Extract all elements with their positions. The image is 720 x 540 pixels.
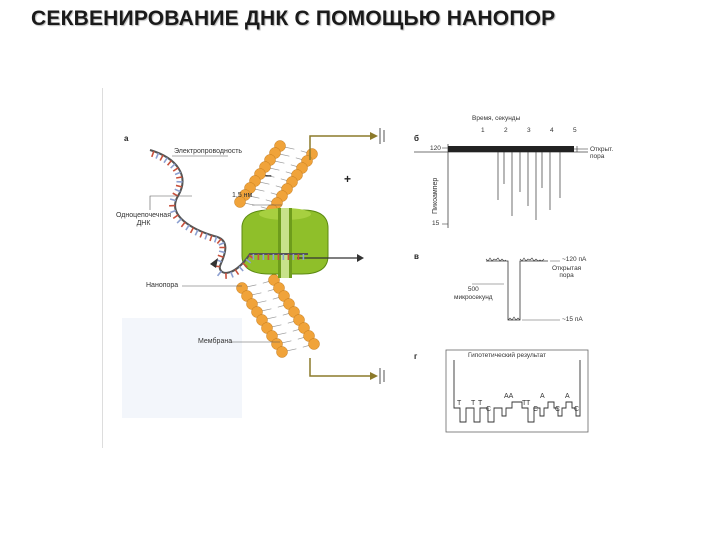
electrode-wire-bottom: [309, 358, 370, 377]
result-caption: Гипотетический результат: [468, 352, 546, 359]
y-axis-label: Пикоампер: [432, 177, 439, 214]
current-high-label: ~120 пА: [562, 256, 587, 263]
label-pore-size: 1,5 нм: [232, 192, 253, 199]
tick-2: 2: [504, 127, 508, 134]
tick-5: 5: [573, 127, 577, 134]
base-bottom-3: T: [478, 400, 483, 407]
electrode-arrow-bottom: [370, 372, 378, 380]
hypothetical-trace: [453, 360, 581, 423]
figure-graphics: [102, 88, 622, 448]
panel-v-letter: в: [414, 252, 419, 261]
dna-direction-arrow: [210, 258, 218, 268]
scale-label: 500 микросекунд: [454, 286, 493, 301]
electrode-wire-top: [309, 135, 370, 160]
open-pore-current-band: [448, 146, 574, 152]
label-membrane: Мембрана: [198, 338, 233, 345]
current-low-label: ~15 пА: [562, 316, 583, 323]
blockade-spikes: [497, 152, 561, 220]
panel-g-letter: г: [414, 352, 418, 361]
result-frame: [445, 349, 589, 433]
panel-b-letter: б: [414, 134, 419, 143]
base-bottom-2: T: [471, 400, 476, 407]
dna-bases: [151, 150, 305, 279]
time-axis-label: Время, секунды: [472, 115, 521, 122]
y-top-value: 120: [430, 145, 441, 152]
base-top-1: AA: [504, 393, 514, 400]
tick-3: 3: [527, 127, 531, 134]
label-ssdna: Одноцепочечная ДНК: [116, 212, 171, 227]
base-bottom-7: C: [533, 406, 539, 413]
single-event-noise: [485, 257, 545, 262]
label-conductivity: Электропроводность: [174, 148, 243, 155]
minus-sign: –: [265, 168, 272, 182]
membrane-lower: [236, 274, 320, 358]
nanopore-protein: [241, 208, 329, 278]
base-bottom-4: C: [486, 406, 492, 413]
plus-sign: +: [344, 172, 352, 186]
tick-4: 4: [550, 127, 554, 134]
base-bottom-6: T: [526, 400, 531, 407]
electrode-arrow-top: [370, 132, 378, 140]
dna-backbone: [149, 149, 308, 274]
open-pore-label-b: Открыт. пора: [590, 146, 614, 160]
membrane-upper: [234, 140, 318, 216]
open-pore-label-v: Открытая пора: [552, 265, 582, 279]
base-top-2: A: [540, 393, 545, 400]
base-bottom-8: C: [555, 406, 561, 413]
leader-ssdna: [149, 195, 192, 210]
tick-1: 1: [481, 127, 485, 134]
y-bottom-value: 15: [432, 220, 440, 227]
base-top-3: A: [565, 393, 570, 400]
panel-a-letter: а: [124, 134, 129, 143]
base-bottom-5: T: [522, 400, 527, 407]
label-nanopore: Нанопора: [146, 282, 179, 289]
faint-background-block: [122, 318, 242, 418]
slide-title: СЕКВЕНИРОВАНИЕ ДНК С ПОМОЩЬЮ НАНОПОР: [31, 7, 556, 30]
base-bottom-1: T: [457, 400, 462, 407]
base-bottom-9: C: [574, 406, 580, 413]
nanopore-figure: а Электропроводность 1,5 нм Одноцепочечн…: [102, 88, 622, 448]
